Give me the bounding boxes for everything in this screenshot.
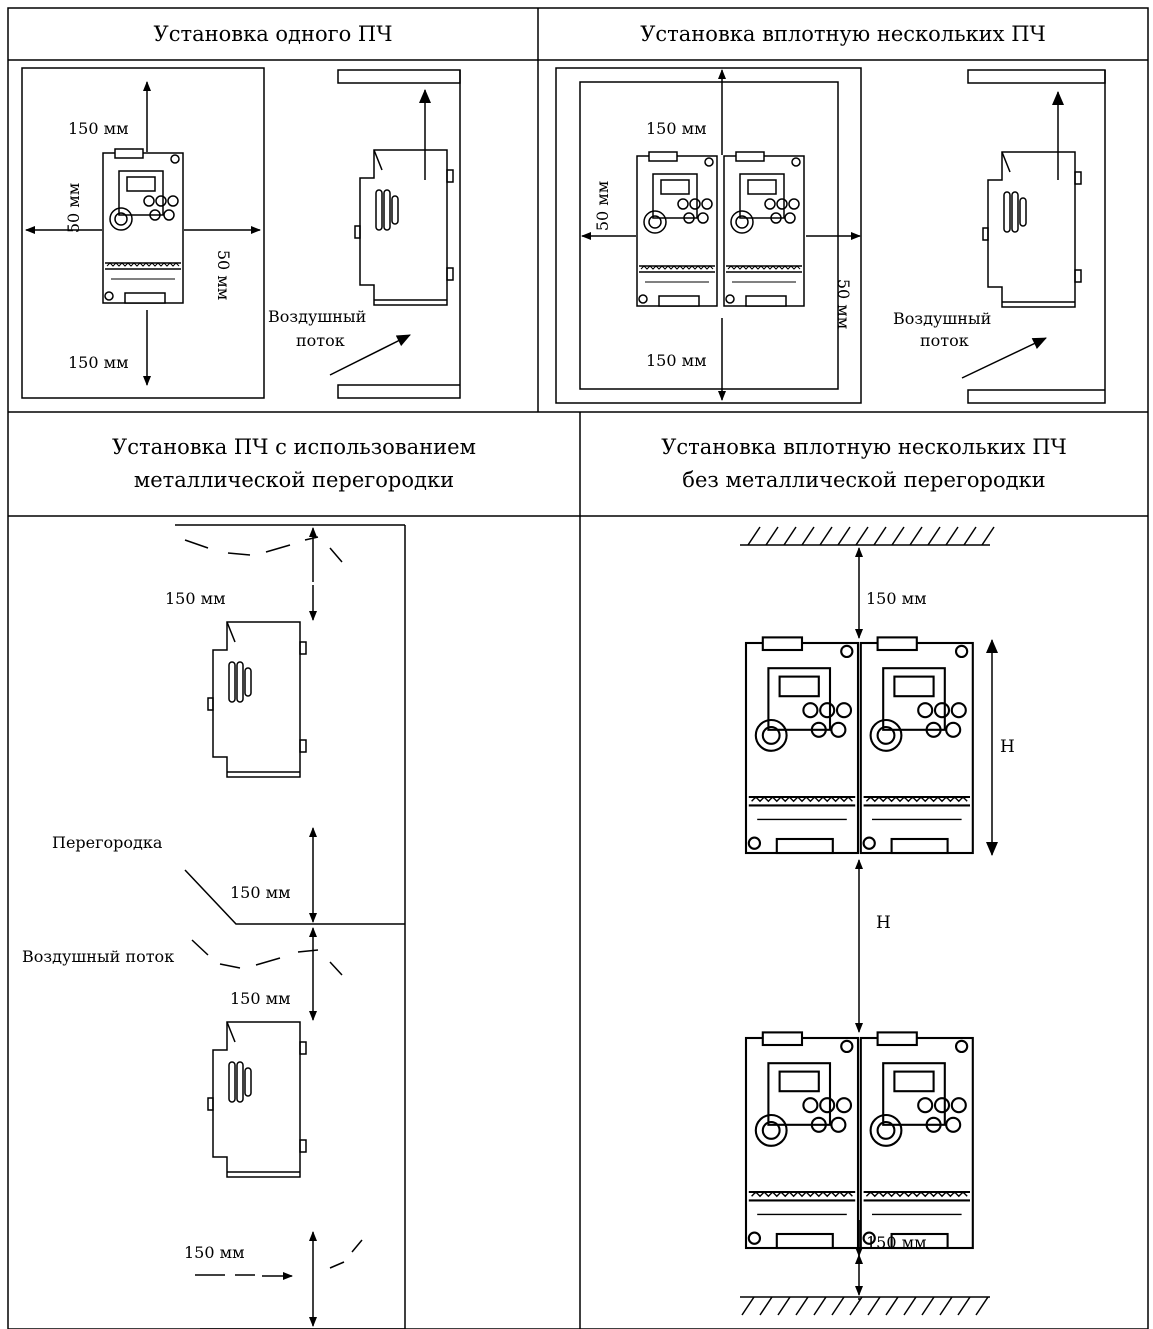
partition-install-view <box>175 524 406 1329</box>
single-drive-side-view <box>329 69 461 399</box>
label-airflow-adj-2: поток <box>920 331 969 350</box>
label-50mm-left: 50 мм <box>64 183 83 233</box>
label-airflow-adj-1: Воздушный <box>893 309 991 328</box>
label-150mm-bottom-stack: 150 мм <box>866 1233 927 1252</box>
table-grid <box>7 7 1149 1329</box>
header-adjacent-install: Установка вплотную нескольких ПЧ <box>640 21 1046 46</box>
label-150mm-p2: 150 мм <box>230 883 291 902</box>
label-150mm-bottom-adj: 150 мм <box>646 351 707 370</box>
label-50mm-left-adj: 50 мм <box>593 181 612 231</box>
label-height-gap: H <box>876 913 891 933</box>
header-partition-install: Установка ПЧ с использованием металличес… <box>112 435 476 492</box>
label-height-right: H <box>1000 737 1015 757</box>
label-airflow-partition: Воздушный поток <box>22 947 174 966</box>
label-150mm-top: 150 мм <box>68 119 129 138</box>
label-150mm-p3: 150 мм <box>230 989 291 1008</box>
header-single-install: Установка одного ПЧ <box>153 21 393 46</box>
label-150mm-p4: 150 мм <box>184 1243 245 1262</box>
label-partition: Перегородка <box>52 833 163 852</box>
label-50mm-right: 50 мм <box>214 250 233 300</box>
label-150mm-top-stack: 150 мм <box>866 589 927 608</box>
adjacent-drives-front-view <box>555 67 862 404</box>
adjacent-drives-side-view <box>961 69 1106 404</box>
label-airflow-2: поток <box>296 331 345 350</box>
label-airflow-1: Воздушный <box>268 307 366 326</box>
single-drive-front-view <box>21 67 265 399</box>
label-150mm-top-adj: 150 мм <box>646 119 707 138</box>
label-150mm-bottom: 150 мм <box>68 353 129 372</box>
label-150mm-p1: 150 мм <box>165 589 226 608</box>
stacked-install-view <box>740 526 998 1316</box>
header-no-partition-install: Установка вплотную нескольких ПЧ без мет… <box>661 435 1067 492</box>
label-50mm-right-adj: 50 мм <box>834 279 853 329</box>
